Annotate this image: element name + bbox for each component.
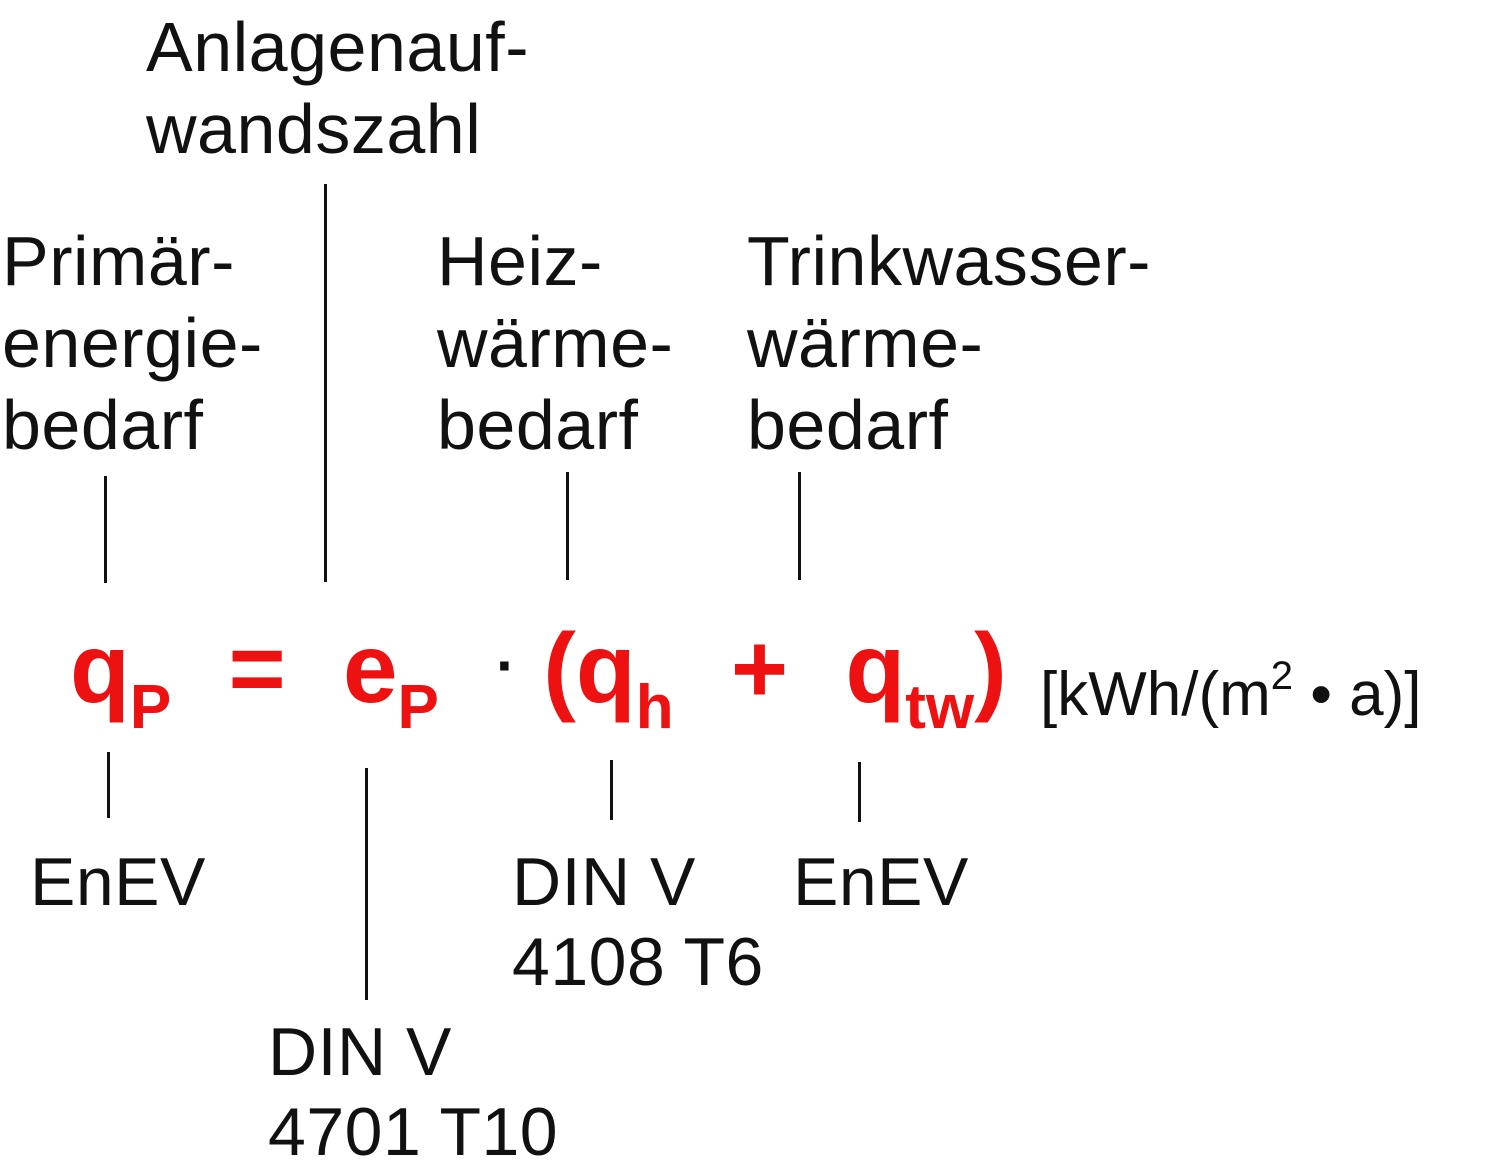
subscript-tw: tw	[905, 673, 975, 742]
standard-line: 4701 T10	[268, 1094, 559, 1170]
standard-e-p: DIN V 4701 T10	[268, 1012, 558, 1172]
label-anlagenaufwandszahl: Anlagenauf- wandszahl	[146, 6, 529, 170]
label-line: Trinkwasser-	[747, 222, 1151, 300]
symbol-q: q	[845, 613, 906, 723]
standard-line: EnEV	[30, 844, 206, 920]
connector-line-q-p-standard	[107, 752, 110, 818]
symbol-q: q	[70, 613, 130, 723]
standard-q-tw: EnEV	[793, 842, 969, 922]
label-line: energie-	[2, 304, 263, 382]
subscript-h: h	[635, 673, 674, 742]
symbol-e: e	[342, 613, 398, 723]
label-line: bedarf	[2, 386, 204, 464]
connector-line-q-h-standard	[610, 760, 613, 820]
label-line: bedarf	[437, 386, 639, 464]
unit-label: [kWh/(m2 • a)]	[1040, 636, 1422, 735]
label-heizwaermebedarf: Heiz- wärme- bedarf	[437, 220, 673, 466]
label-primaerenergiebedarf: Primär- energie- bedarf	[2, 220, 263, 466]
connector-line-trinkwasserwaermebedarf	[798, 472, 801, 580]
symbol-q-tw: qtw	[845, 613, 974, 742]
plus-sign: +	[730, 613, 789, 723]
equals-sign: =	[228, 613, 286, 723]
label-line: Heiz-	[437, 222, 603, 300]
subscript-p: P	[129, 673, 172, 742]
label-line: Primär-	[2, 222, 235, 300]
label-trinkwasserwaermebedarf: Trinkwasser- wärme- bedarf	[747, 220, 1151, 466]
unit-suffix: • a)]	[1293, 660, 1422, 729]
multiplication-dot: ·	[496, 632, 517, 699]
label-line: wärme-	[437, 304, 674, 382]
standard-line: EnEV	[793, 844, 969, 920]
standard-line: DIN V	[512, 844, 696, 920]
label-line: bedarf	[747, 386, 949, 464]
symbol-e-p: eP	[342, 613, 439, 742]
symbol-q-h: qh	[575, 613, 674, 742]
label-line: Anlagenauf-	[146, 8, 530, 86]
connector-line-primaerenergiebedarf	[104, 476, 107, 583]
unit-exponent: 2	[1270, 654, 1293, 698]
symbol-q-p: qP	[70, 613, 171, 742]
open-paren: (	[543, 613, 576, 723]
close-paren: )	[974, 613, 1007, 723]
standard-line: 4108 T6	[512, 924, 764, 1000]
unit-prefix: [kWh/(m	[1040, 660, 1271, 729]
symbol-q: q	[575, 613, 636, 723]
standard-q-p: EnEV	[30, 842, 206, 922]
subscript-p: P	[397, 673, 439, 742]
label-line: wandszahl	[146, 90, 482, 168]
connector-line-anlagenaufwandszahl	[324, 184, 327, 582]
formula: qP = eP · (qh + qtw)	[70, 606, 1007, 746]
label-line: wärme-	[747, 304, 984, 382]
connector-line-heizwaermebedarf	[566, 472, 569, 580]
standard-q-h: DIN V 4108 T6	[512, 842, 764, 1002]
connector-line-q-tw-standard	[858, 762, 861, 822]
standard-line: DIN V	[268, 1014, 452, 1090]
connector-line-e-p-standard	[365, 768, 368, 1000]
